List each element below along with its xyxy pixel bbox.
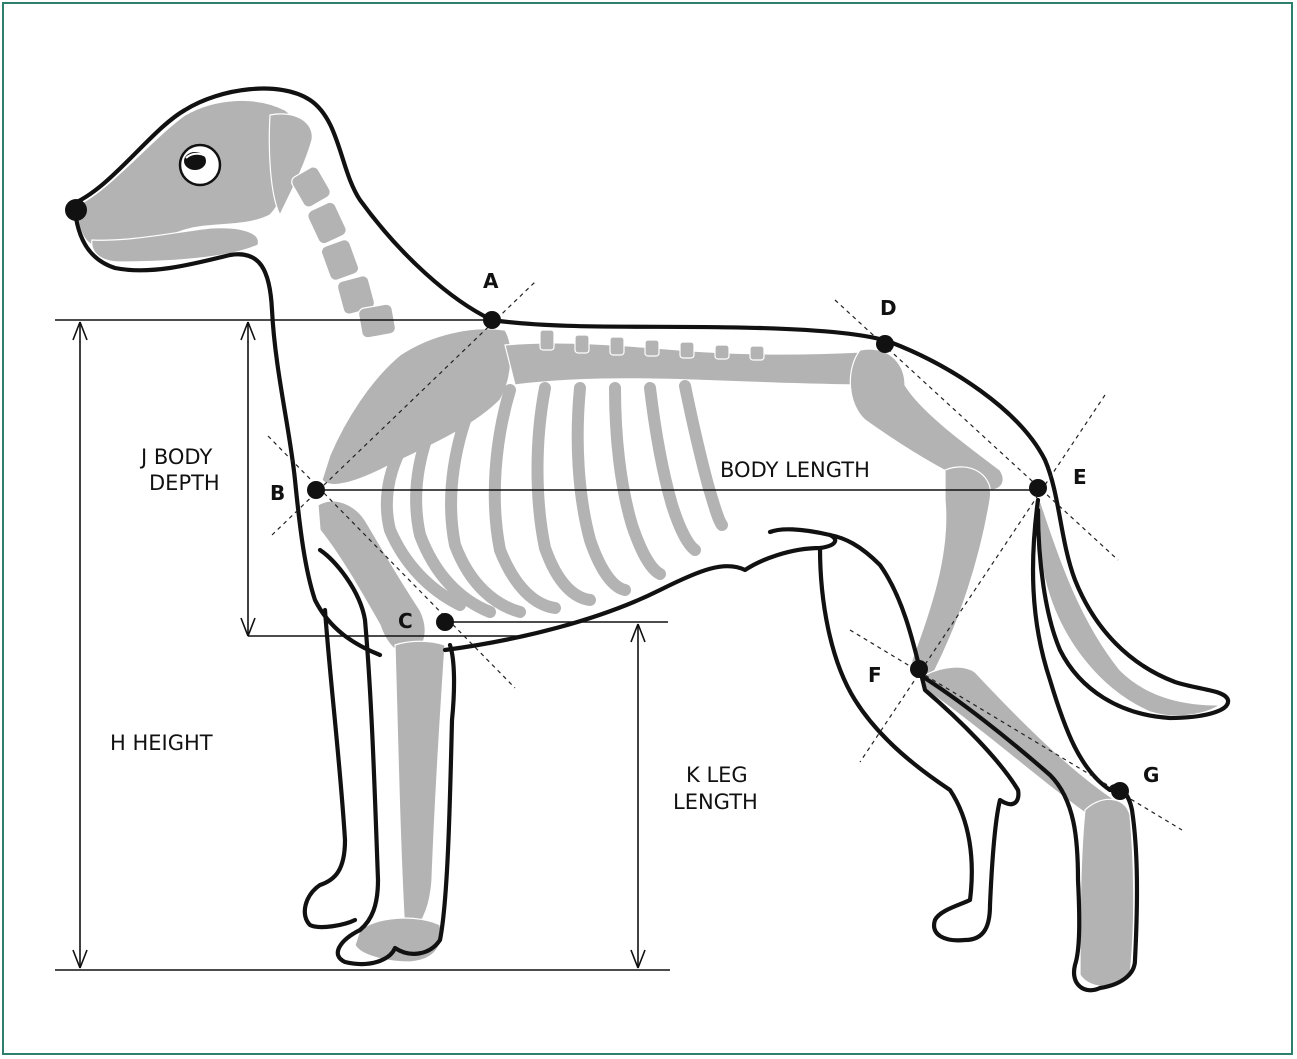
skeleton [78, 100, 1220, 986]
body-length-label: BODY LENGTH [720, 458, 870, 482]
point-g-dot [1111, 782, 1129, 800]
point-a-label: A [483, 269, 499, 293]
tibia [922, 667, 1118, 823]
point-f-label: F [868, 663, 882, 687]
neck-vertebrae [290, 165, 397, 339]
point-d-dot [876, 335, 894, 353]
hind-paw [1080, 799, 1134, 986]
body-depth-label-line2: DEPTH [149, 471, 220, 495]
body-depth-label-line1: J BODY [139, 445, 212, 469]
femur [912, 467, 991, 675]
point-e-dot [1029, 479, 1047, 497]
point-b-label: B [270, 481, 285, 505]
point-f-dot [910, 660, 928, 678]
point-b-dot [307, 481, 325, 499]
point-e-label: E [1073, 465, 1087, 489]
point-a-dot [483, 311, 501, 329]
tail [1038, 500, 1220, 716]
point-c-label: C [398, 609, 413, 633]
leg-length-label-line2: LENGTH [673, 790, 758, 814]
point-c-dot [436, 613, 454, 631]
dog-outline [70, 89, 1228, 991]
nose [65, 199, 87, 221]
pelvis [850, 349, 1003, 490]
leg-length-label-line1: K LEG [686, 763, 748, 787]
eye [180, 145, 220, 185]
point-g-label: G [1143, 763, 1159, 787]
height-label: H HEIGHT [110, 731, 213, 755]
radius-ulna [395, 641, 445, 935]
ribcage [387, 386, 722, 612]
outline-front-leg-rear [305, 610, 355, 927]
point-d-label: D [880, 296, 897, 320]
